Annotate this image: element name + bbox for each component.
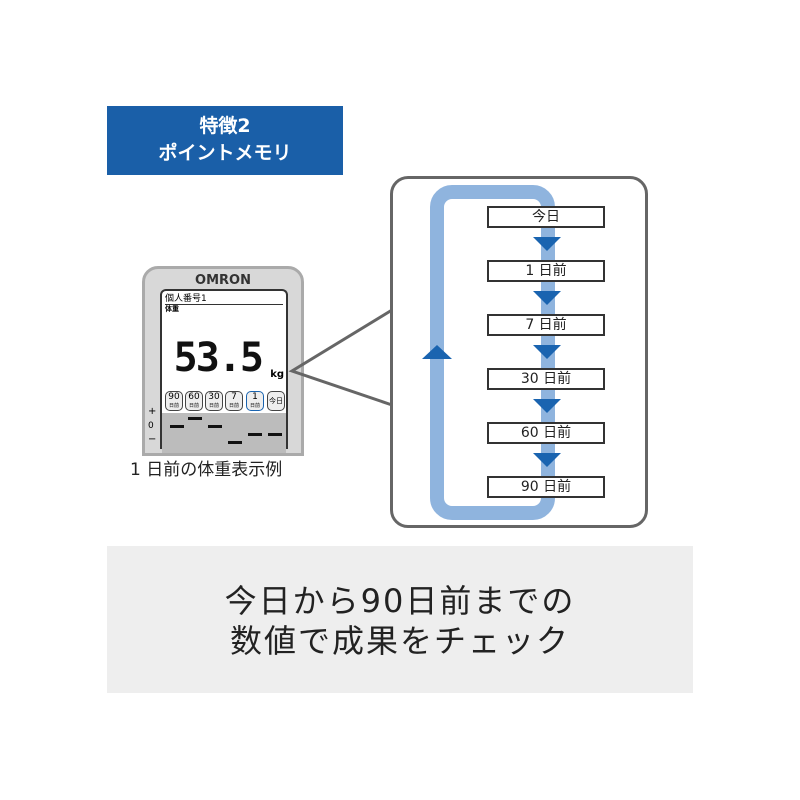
display-caption: 1 日前の体重表示例 [130,460,283,480]
axis-zero: 0 [148,421,154,431]
feature-number: 特徴2 [199,115,251,137]
step-7-days: 7 日前 [487,314,605,336]
summary-line-1: 今日から90日前までの [224,582,576,620]
metric-label: 体重 [165,305,179,313]
step-30-days: 30 日前 [487,368,605,390]
down-arrow-icon [533,399,561,413]
summary-line-2: 数値で成果をチェック [229,622,570,660]
down-arrow-icon [533,237,561,251]
memory-button-today: 今日 [267,391,285,411]
graph-bar [188,417,202,420]
step-90-days: 90 日前 [487,476,605,498]
down-arrow-icon [533,291,561,305]
graph-bar [170,425,184,428]
graph-bar [248,433,262,436]
step-1-day: 1 日前 [487,260,605,282]
graph-bar [208,425,222,428]
weight-value: 53.5 [173,335,264,381]
feature-badge: 特徴2 ポイントメモリ [107,106,343,175]
unit-label: kg [270,369,284,380]
axis-plus: + [148,406,157,417]
summary-banner: 今日から90日前までの 数値で成果をチェック [107,546,693,693]
up-arrow-icon [422,345,452,359]
graph-bar [228,441,242,444]
graph-bar [268,433,282,436]
feature-title: ポイントメモリ [158,142,292,164]
trend-graph [162,413,286,453]
step-today: 今日 [487,206,605,228]
step-60-days: 60 日前 [487,422,605,444]
user-label: 個人番号1 [165,291,283,305]
down-arrow-icon [533,453,561,467]
brand-logo: OMRON [195,273,251,288]
down-arrow-icon [533,345,561,359]
axis-minus: − [148,434,157,445]
